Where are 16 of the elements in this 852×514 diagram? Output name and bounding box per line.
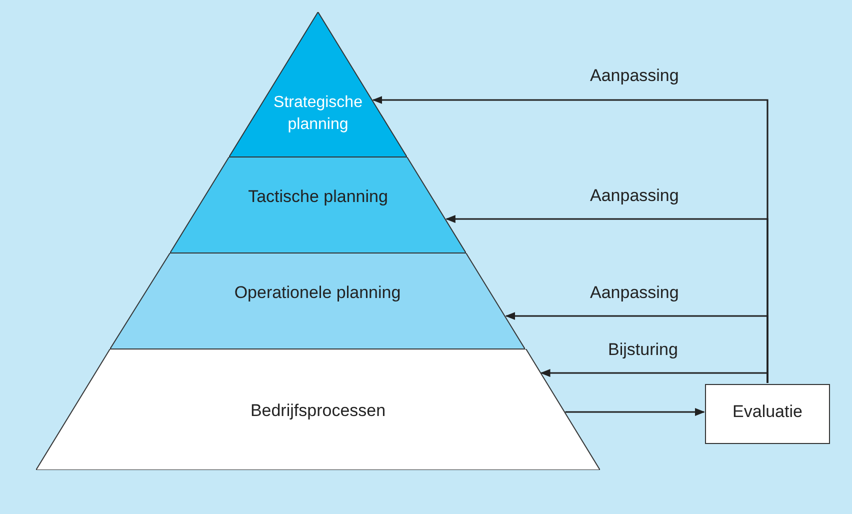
- edge-label: Bijsturing: [606, 340, 680, 360]
- arrow: [565, 408, 705, 416]
- pyramid-layer: [110, 253, 525, 349]
- edge-label: Aanpassing: [588, 66, 681, 86]
- layer-label: Evaluatie: [732, 402, 804, 422]
- edge-label: Aanpassing: [588, 186, 681, 206]
- edge-label: Aanpassing: [588, 283, 681, 303]
- layer-label: Tactische planning: [247, 187, 389, 207]
- arrow: [540, 369, 768, 383]
- pyramid-layer: [36, 349, 600, 470]
- pyramid-layer: [229, 12, 407, 157]
- layer-label: Strategische planning: [272, 93, 364, 135]
- layer-label: Operationele planning: [233, 283, 402, 303]
- layer-label: Bedrijfsprocessen: [249, 401, 387, 421]
- process-box: [705, 384, 830, 444]
- pyramid-layer: [170, 157, 466, 253]
